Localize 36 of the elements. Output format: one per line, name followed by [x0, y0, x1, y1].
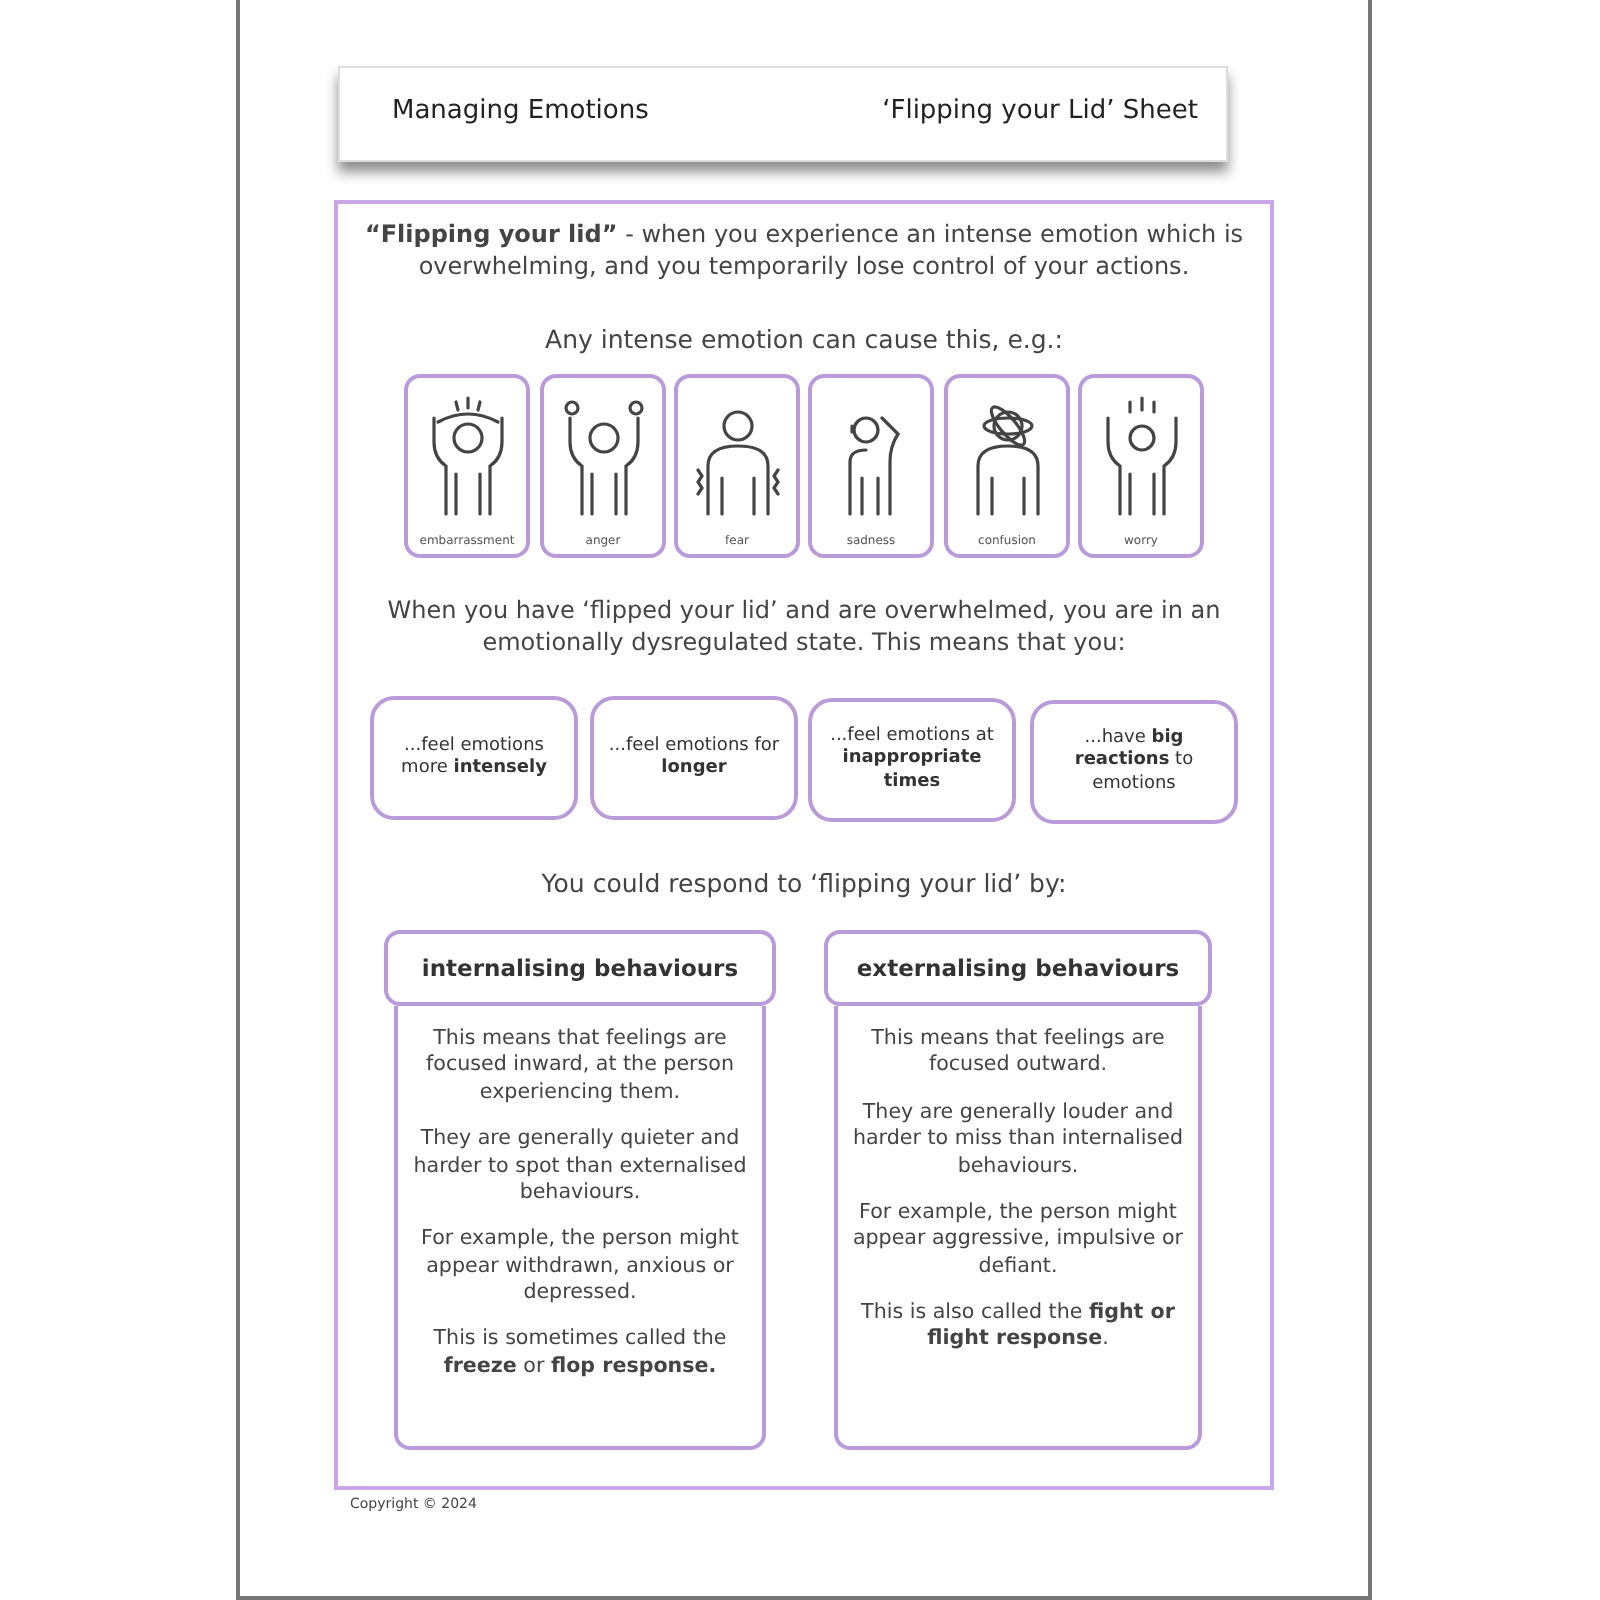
statement-box — [808, 698, 1016, 822]
statement-text: ...have big reactions to emotions — [1072, 728, 1196, 796]
paragraph: For example, the person might appear withdrawn, anxious or depressed. — [419, 1226, 741, 1307]
paragraph: This means that feelings are focused inward, at the person experiencing them. — [424, 1026, 736, 1107]
header-bar — [338, 66, 1228, 162]
paragraph: “Flipping your lid” - when you experience an intense emotion which is overwhelming, and you temporarily lose control of your actions. — [362, 220, 1246, 283]
paragraph: This is also called the fight or flight response. — [859, 1300, 1177, 1354]
emotion-card — [540, 374, 666, 558]
content-frame — [334, 200, 1274, 1490]
paragraph: Any intense emotion can cause this, e.g.: — [543, 324, 1065, 357]
paragraph: You could respond to ‘flipping your lid’ by: — [539, 868, 1069, 901]
paragraph: They are generally quieter and harder to spot than externalised behaviours. — [411, 1126, 749, 1207]
emotion-card — [404, 374, 530, 558]
description-box — [394, 1006, 766, 1450]
heading-text: internalising behaviours — [421, 954, 739, 982]
statement-text: ...feel emotions for longer — [606, 735, 782, 781]
emotion-card — [1078, 374, 1204, 558]
paragraph: This is sometimes called the freeze or flop response. — [431, 1326, 729, 1381]
heading-box — [384, 930, 776, 1006]
header-text: Managing Emotions — [392, 96, 649, 126]
heading-text: externalising behaviours — [856, 954, 1180, 982]
statement-box — [590, 696, 798, 820]
description-box — [834, 1006, 1202, 1450]
statement-box — [370, 696, 578, 820]
paragraph: This means that feelings are focused outward. — [869, 1026, 1167, 1080]
paragraph: For example, the person might appear aggressive, impulsive or defiant. — [850, 1199, 1186, 1280]
statement-text: ...feel emotions at inappropriate times — [828, 726, 996, 794]
paragraph: They are generally louder and harder to miss than internalised behaviours. — [850, 1099, 1186, 1180]
header-text: ‘Flipping your Lid’ Sheet — [882, 96, 1198, 126]
emotion-card — [674, 374, 800, 558]
statement-box — [1030, 700, 1238, 824]
paragraph: When you have ‘flipped your lid’ and are overwhelmed, you are in an emotionally dysregulated state. This means that you: — [385, 596, 1223, 659]
statement-text: ...feel emotions more intensely — [399, 735, 549, 781]
emotion-card — [944, 374, 1070, 558]
heading-box — [824, 930, 1212, 1006]
emotion-card — [808, 374, 934, 558]
